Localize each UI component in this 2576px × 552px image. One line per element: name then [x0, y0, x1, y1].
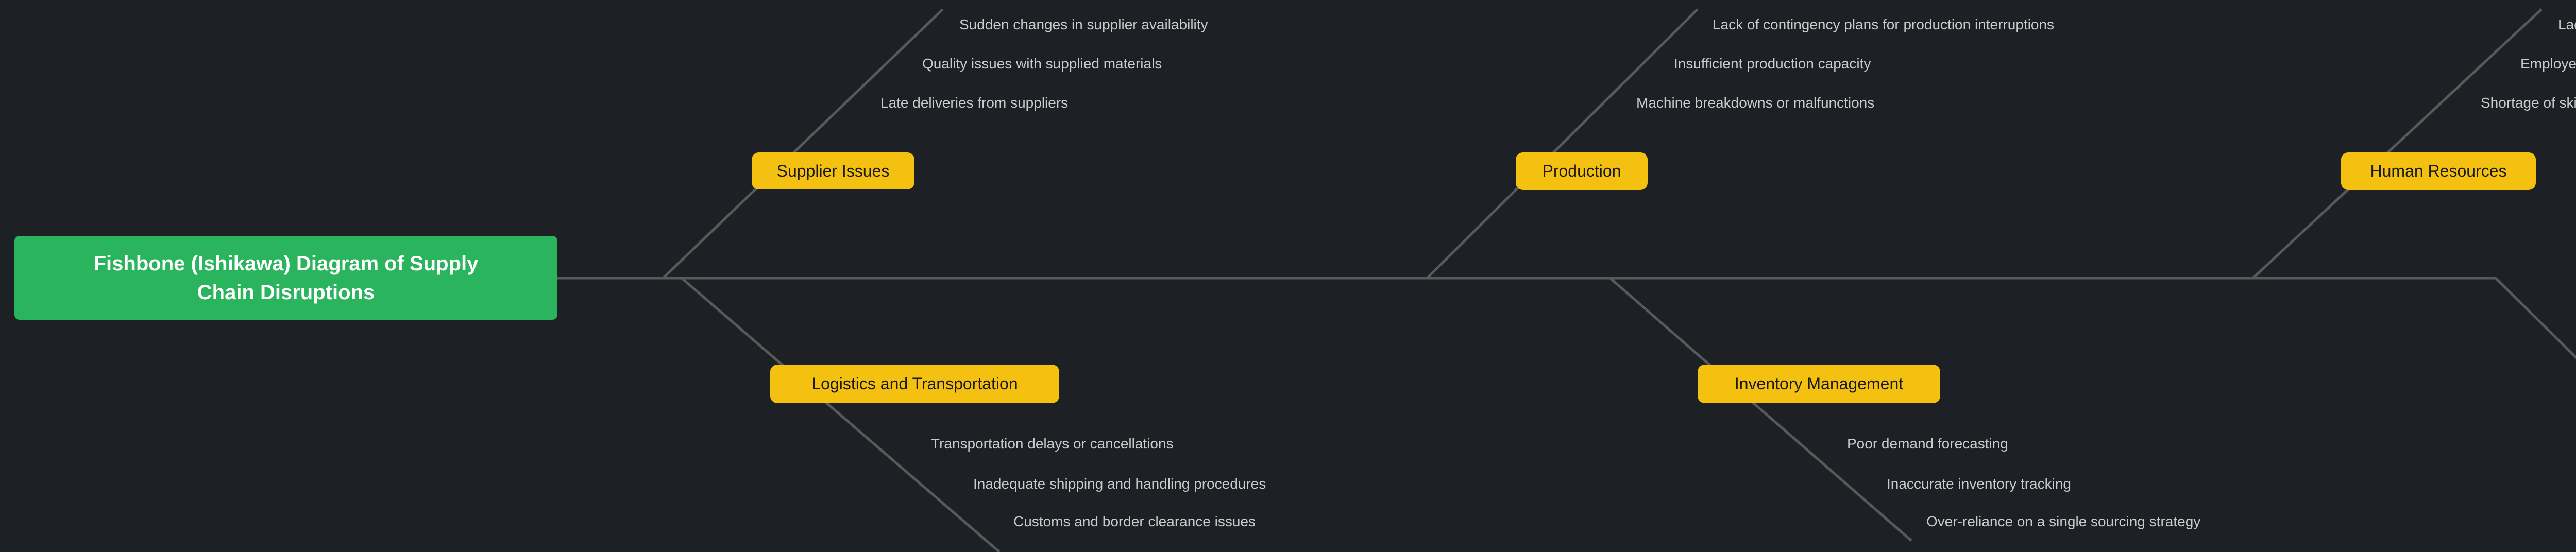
problem-node: Fishbone (Ishikawa) Diagram of Supply Ch… — [14, 236, 557, 320]
category-label: Production — [1542, 162, 1621, 180]
cause-label: Late deliveries from suppliers — [880, 95, 1069, 111]
cause-label: Machine breakdowns or malfunctions — [1636, 95, 1875, 111]
category-box-logistics-and-transportation: Logistics and Transportation — [770, 365, 1059, 403]
branch-line-logistics-and-transportation — [681, 277, 1001, 552]
branch-line-supplier-issues — [662, 8, 944, 279]
cause-label: Employee strikes or unrest — [2520, 56, 2576, 72]
cause-label: Shortage of skilled labor — [2481, 95, 2576, 111]
category-box-supplier-issues: Supplier Issues — [752, 152, 914, 189]
category-label: Inventory Management — [1734, 374, 1904, 393]
cause-label: Transportation delays or cancellations — [931, 436, 1174, 452]
cause-label: Inadequate shipping and handling procedu… — [973, 476, 1266, 492]
branch-line-human-resources — [2252, 8, 2543, 279]
cause-label: Inaccurate inventory tracking — [1887, 476, 2071, 492]
cause-label: Insufficient production capacity — [1674, 56, 1871, 72]
branch-line-technology — [2495, 277, 2576, 359]
category-box-production: Production — [1516, 152, 1648, 190]
cause-label: Lack of cross-training for key roles — [2558, 16, 2576, 32]
category-box-human-resources: Human Resources — [2341, 152, 2536, 190]
cause-label: Poor demand forecasting — [1847, 436, 2008, 452]
cause-label: Sudden changes in supplier availability — [959, 16, 1208, 32]
branch-line-production — [1426, 8, 1699, 279]
cause-label: Over-reliance on a single sourcing strat… — [1926, 513, 2201, 529]
category-label: Human Resources — [2370, 162, 2507, 180]
branch-line-inventory-management — [1609, 277, 1912, 542]
category-box-inventory-management: Inventory Management — [1698, 365, 1940, 403]
category-label: Supplier Issues — [776, 161, 890, 180]
category-label: Logistics and Transportation — [811, 374, 1018, 393]
cause-label: Quality issues with supplied materials — [922, 56, 1162, 72]
cause-label: Lack of contingency plans for production… — [1713, 16, 2055, 32]
cause-label: Customs and border clearance issues — [1013, 513, 1256, 529]
problem-title: Fishbone (Ishikawa) Diagram of Supply Ch… — [93, 252, 479, 304]
